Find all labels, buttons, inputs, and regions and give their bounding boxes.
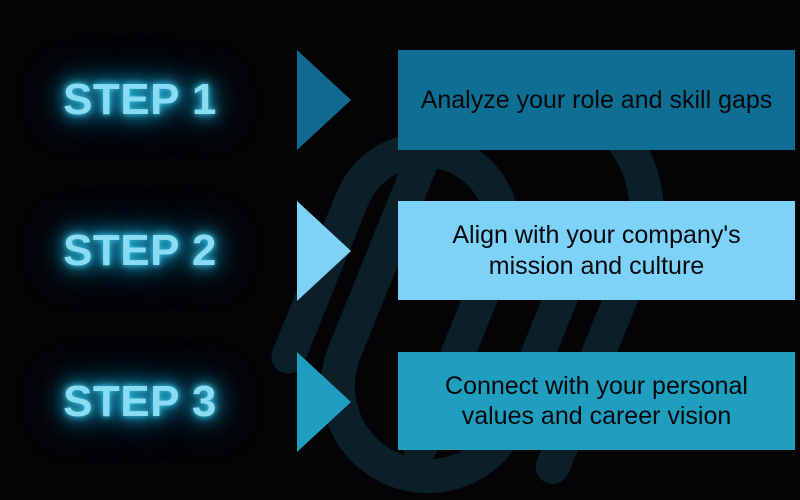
arrow-right-icon-2	[297, 201, 351, 301]
step-text-3: Connect with your personal values and ca…	[445, 371, 748, 431]
step-label-1: STEP 1	[63, 75, 217, 124]
arrow-triangle	[297, 50, 351, 150]
arrow-right-icon-1	[297, 50, 351, 150]
step-textbox-2: Align with your company's mission and cu…	[398, 201, 795, 300]
arrow-triangle	[297, 352, 351, 452]
step-label-3: STEP 3	[63, 377, 217, 426]
step-textbox-1: Analyze your role and skill gaps	[398, 50, 795, 150]
step-row: STEP 2 Align with your company's mission…	[0, 201, 800, 301]
step-row: STEP 3 Connect with your personal values…	[0, 352, 800, 452]
step-textbox-3: Connect with your personal values and ca…	[398, 352, 795, 450]
step-text-2: Align with your company's mission and cu…	[452, 221, 741, 280]
arrow-triangle	[297, 201, 351, 301]
step-text-1: Analyze your role and skill gaps	[420, 85, 773, 114]
arrow-right-icon-3	[297, 352, 351, 452]
step-row: STEP 1 Analyze your role and skill gaps	[0, 50, 800, 150]
step-label-2: STEP 2	[63, 226, 217, 275]
